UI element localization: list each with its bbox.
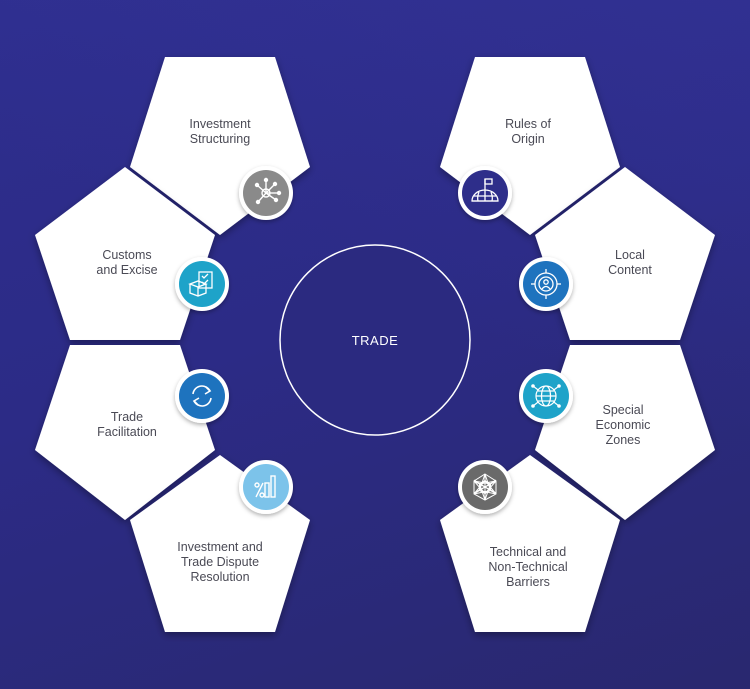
pentagon-customs-excise[interactable] <box>35 167 215 340</box>
person-target-icon <box>519 257 573 311</box>
pentagon-special-economic-zones[interactable] <box>535 345 715 520</box>
package-checklist-icon <box>175 257 229 311</box>
pentagon-trade-facilitation[interactable] <box>35 345 215 520</box>
icon-disc <box>243 464 289 510</box>
pentagon-local-content[interactable] <box>535 167 715 340</box>
label-technical-barriers: Technical and Non-Technical Barriers <box>488 545 568 589</box>
label-local-content: Local Content <box>608 248 652 277</box>
center-label: TRADE <box>351 333 399 348</box>
label-investment-structuring: Investment Structuring <box>189 117 251 146</box>
web-mesh-icon <box>458 460 512 514</box>
icon-disc <box>179 261 225 307</box>
icon-disc <box>179 373 225 419</box>
center-circle[interactable] <box>279 244 471 436</box>
globe-network-icon <box>519 369 573 423</box>
label-customs-excise: Customs and Excise <box>96 248 158 277</box>
globe-flag-icon <box>458 166 512 220</box>
exchange-arrows-icon <box>175 369 229 423</box>
icon-group <box>175 166 573 514</box>
network-nodes-icon <box>239 166 293 220</box>
label-special-economic-zones: Special Economic Zones <box>595 403 651 447</box>
percent-chart-icon <box>239 460 293 514</box>
label-dispute-resolution: Investment and Trade Dispute Resolution <box>177 540 263 584</box>
label-rules-of-origin: Rules of Origin <box>505 117 551 146</box>
label-trade-facilitation: Trade Facilitation <box>97 410 157 439</box>
